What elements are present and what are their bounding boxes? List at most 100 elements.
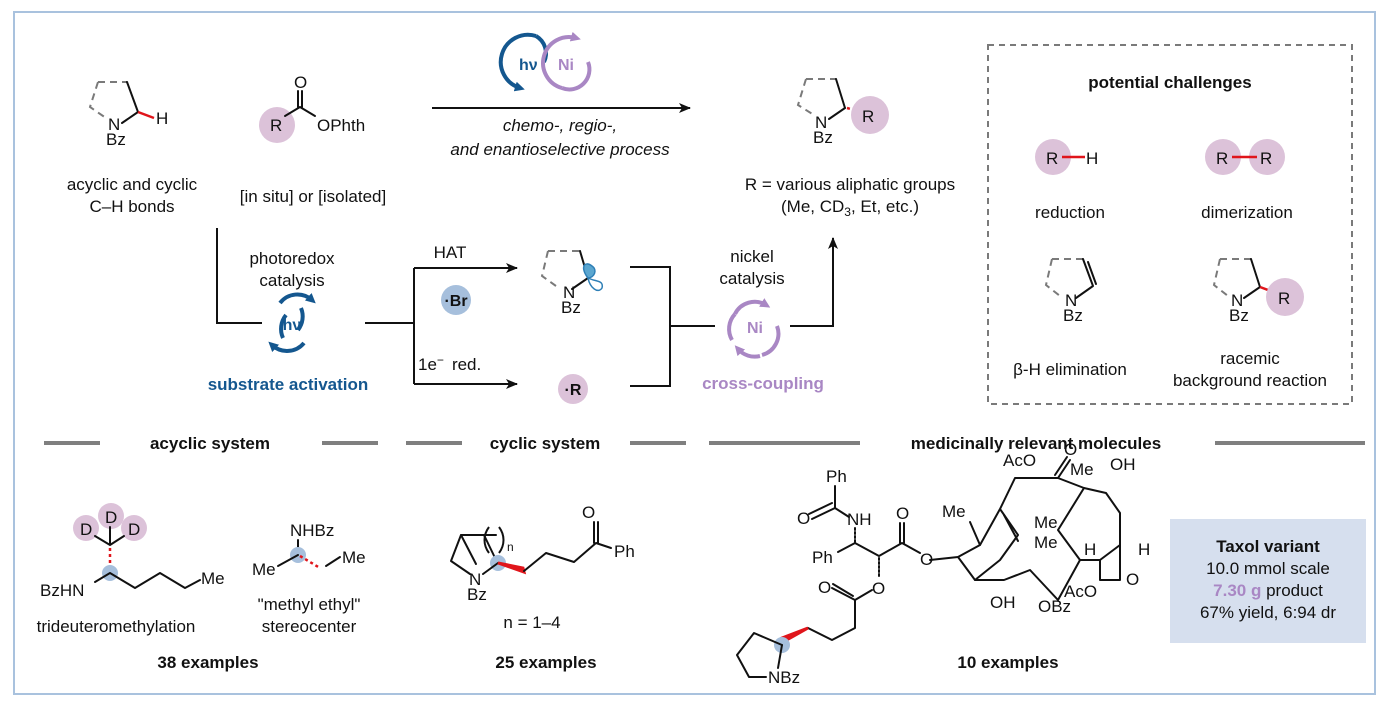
racemic-bz-group: Bz xyxy=(1229,306,1249,325)
reagent-r-label: R xyxy=(270,116,282,135)
reagent-oph-group: OPhth xyxy=(317,116,365,135)
cyclic-example-count: 25 examples xyxy=(495,653,596,672)
racemic-n-atom: N xyxy=(1231,291,1243,310)
nh-group: NH xyxy=(847,510,872,529)
o-atom: O xyxy=(920,550,933,569)
radical-n-atom: N xyxy=(563,283,575,302)
substrate-activation-label: substrate activation xyxy=(208,375,369,394)
racemic-r-atom: R xyxy=(1278,289,1290,308)
alkyl-radical-label: ·R xyxy=(565,382,582,399)
challenge-racemic-background: R N Bz racemic background reaction xyxy=(1173,258,1327,390)
oh-group: OH xyxy=(1110,455,1136,474)
d-atom: D xyxy=(80,520,92,539)
nickel-cycle-icon: Ni xyxy=(727,298,781,359)
photoredox-cycle-icon: hν xyxy=(268,292,316,353)
product-bz-group: Bz xyxy=(813,128,833,147)
elim-n-atom: N xyxy=(1065,291,1077,310)
reagent-carbonyl-o: O xyxy=(294,73,307,92)
challenge-dimerization: R R dimerization xyxy=(1201,139,1293,222)
ring-size-n: n xyxy=(507,540,514,554)
trideuteromethylation-caption: trideuteromethylation xyxy=(37,617,196,636)
nhbz-group: NHBz xyxy=(290,521,334,540)
substrate-caption-line2: C–H bonds xyxy=(89,197,174,216)
reduction-label: 1e−red. xyxy=(418,353,481,374)
o-atom: O xyxy=(797,509,810,528)
br-radical-circle xyxy=(441,285,471,315)
o-atom: O xyxy=(1064,440,1077,459)
photoredox-label-line1: photoredox xyxy=(249,249,335,268)
racemic-label-line2: background reaction xyxy=(1173,371,1327,390)
bzhn-group: BzHN xyxy=(40,581,84,600)
oh-group: OH xyxy=(990,593,1016,612)
cyclic-n-atom: N xyxy=(469,570,481,589)
racemic-label-line1: racemic xyxy=(1220,349,1280,368)
taxol-variant-structure: Ph O NH Ph O O O O NBz Me AcO O Me Me Me xyxy=(736,440,1150,687)
phenyl-group: Ph xyxy=(614,542,635,561)
h-atom: H xyxy=(1084,540,1096,559)
me-group: Me xyxy=(201,569,225,588)
beta-h-elimination-label: β-H elimination xyxy=(1013,360,1127,379)
taxol-info-box xyxy=(1170,519,1366,643)
aco-group: AcO xyxy=(1064,582,1097,601)
cyclic-ring-size-range: n = 1–4 xyxy=(503,613,560,632)
product-caption-line2: (Me, CD3, Et, etc.) xyxy=(781,197,919,219)
substrate-h-atom: H xyxy=(156,109,168,128)
me-group: Me xyxy=(942,502,966,521)
h-atom: H xyxy=(1138,540,1150,559)
obz-group: OBz xyxy=(1038,597,1071,616)
product-return-arrow xyxy=(790,237,838,327)
nickel-catalyst-label: Ni xyxy=(558,57,574,74)
substrate-n-atom: N xyxy=(108,115,120,134)
acyclic-example-trideuteromethyl: D D D BzHN Me xyxy=(40,503,225,600)
challenges-box xyxy=(987,44,1353,405)
reagent-caption: [in situ] or [isolated] xyxy=(240,187,386,206)
reduction-h-atom: H xyxy=(1086,149,1098,168)
taxol-box-scale: 10.0 mmol scale xyxy=(1206,559,1330,578)
reduction-r-atom: R xyxy=(1046,149,1058,168)
nickel-label-line2: catalysis xyxy=(719,269,784,288)
o-atom: O xyxy=(818,578,831,597)
nickel-icon-label: Ni xyxy=(747,320,763,337)
me-group: Me xyxy=(1070,460,1094,479)
medicinal-example-count: 10 examples xyxy=(957,653,1058,672)
taxol-box-mass: 7.30 g xyxy=(1213,581,1261,600)
o-atom: O xyxy=(896,504,909,523)
ph-atom: Ph xyxy=(826,467,847,486)
product-structure: R N Bz xyxy=(796,78,889,147)
substrate-structure: N Bz H xyxy=(88,81,168,149)
o-atom: O xyxy=(872,579,885,598)
coupling-bracket xyxy=(630,266,671,387)
taxol-box-mass-line: 7.30 g product xyxy=(1213,581,1323,600)
mechanism-connector-left xyxy=(216,228,262,324)
nickel-label-line1: nickel xyxy=(730,247,773,266)
challenge-reduction: R H reduction xyxy=(1035,139,1105,222)
aco-group: AcO xyxy=(1003,451,1036,470)
arrow-caption-line1: chemo-, regio-, xyxy=(503,116,617,135)
photoredox-label-line2: catalysis xyxy=(259,271,324,290)
taxol-box-yield: 67% yield, 6:94 dr xyxy=(1200,603,1336,622)
me-group: Me xyxy=(1034,513,1058,532)
dimer-r-atom-2: R xyxy=(1260,149,1272,168)
cyclic-bz-group: Bz xyxy=(467,585,487,604)
acyclic-section-title: acyclic system xyxy=(150,434,270,453)
dimer-r-atom-1: R xyxy=(1216,149,1228,168)
methyl-ethyl-caption-line1: "methyl ethyl" xyxy=(258,595,361,614)
taxol-box-title: Taxol variant xyxy=(1216,537,1320,556)
nbz-group: NBz xyxy=(768,668,800,687)
hat-label: HAT xyxy=(434,243,467,262)
arrow-caption-line2: and enantioselective process xyxy=(450,140,670,159)
cyclic-example-structure: n O Ph N Bz xyxy=(450,503,635,604)
ketone-o-atom: O xyxy=(582,503,595,522)
product-caption-line1: R = various aliphatic groups xyxy=(745,175,955,194)
radical-intermediate-structure: N Bz xyxy=(540,250,604,317)
photoredox-icon-label: hν xyxy=(283,317,302,334)
o-atom: O xyxy=(1126,570,1139,589)
product-n-atom: N xyxy=(815,113,827,132)
substrate-bz-group: Bz xyxy=(106,130,126,149)
dual-catalysis-icon: hν Ni xyxy=(498,31,592,92)
methyl-ethyl-caption-line2: stereocenter xyxy=(262,617,357,636)
me-group: Me xyxy=(252,560,276,579)
medicinal-section-title: medicinally relevant molecules xyxy=(911,434,1161,453)
elim-bz-group: Bz xyxy=(1063,306,1083,325)
